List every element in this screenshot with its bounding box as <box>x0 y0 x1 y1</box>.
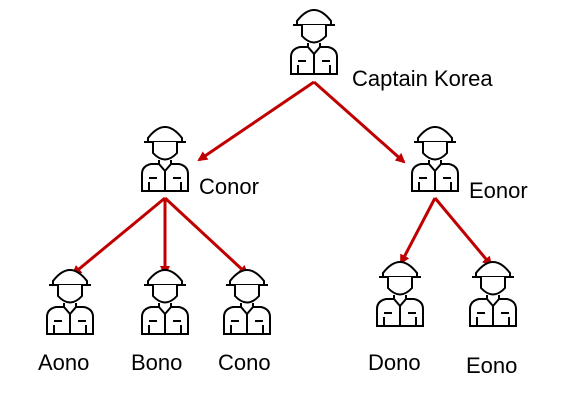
edge-eonor-dono <box>399 197 437 265</box>
soldier-icon <box>469 261 517 327</box>
node-label-dono: Dono <box>368 350 421 375</box>
soldier-icon <box>223 269 271 335</box>
soldier-icon <box>290 9 338 75</box>
soldier-icon <box>376 261 424 327</box>
node-cono: Cono <box>218 269 271 375</box>
node-dono: Dono <box>368 261 424 375</box>
soldier-icon <box>411 126 459 192</box>
node-conor: Conor <box>141 126 259 199</box>
node-label-conor: Conor <box>199 174 259 199</box>
node-label-captain: Captain Korea <box>352 66 493 91</box>
edge-captain-conor <box>197 80 315 162</box>
node-bono: Bono <box>131 269 189 375</box>
soldier-icon <box>46 269 94 335</box>
node-label-aono: Aono <box>38 350 89 375</box>
edge-eonor-eono <box>433 197 493 267</box>
node-aono: Aono <box>38 269 94 375</box>
node-label-eonor: Eonor <box>469 178 528 203</box>
soldier-icon <box>141 126 189 192</box>
edge-captain-eonor <box>313 80 406 164</box>
node-label-bono: Bono <box>131 350 182 375</box>
edge-conor-aono <box>71 196 166 276</box>
soldier-icon <box>141 269 189 335</box>
node-label-eono: Eono <box>466 353 517 378</box>
edge-conor-cono <box>163 196 249 276</box>
node-label-cono: Cono <box>218 350 271 375</box>
node-eonor: Eonor <box>411 126 528 203</box>
node-eono: Eono <box>466 261 517 378</box>
edges-group <box>71 80 493 276</box>
node-captain: Captain Korea <box>290 9 493 91</box>
